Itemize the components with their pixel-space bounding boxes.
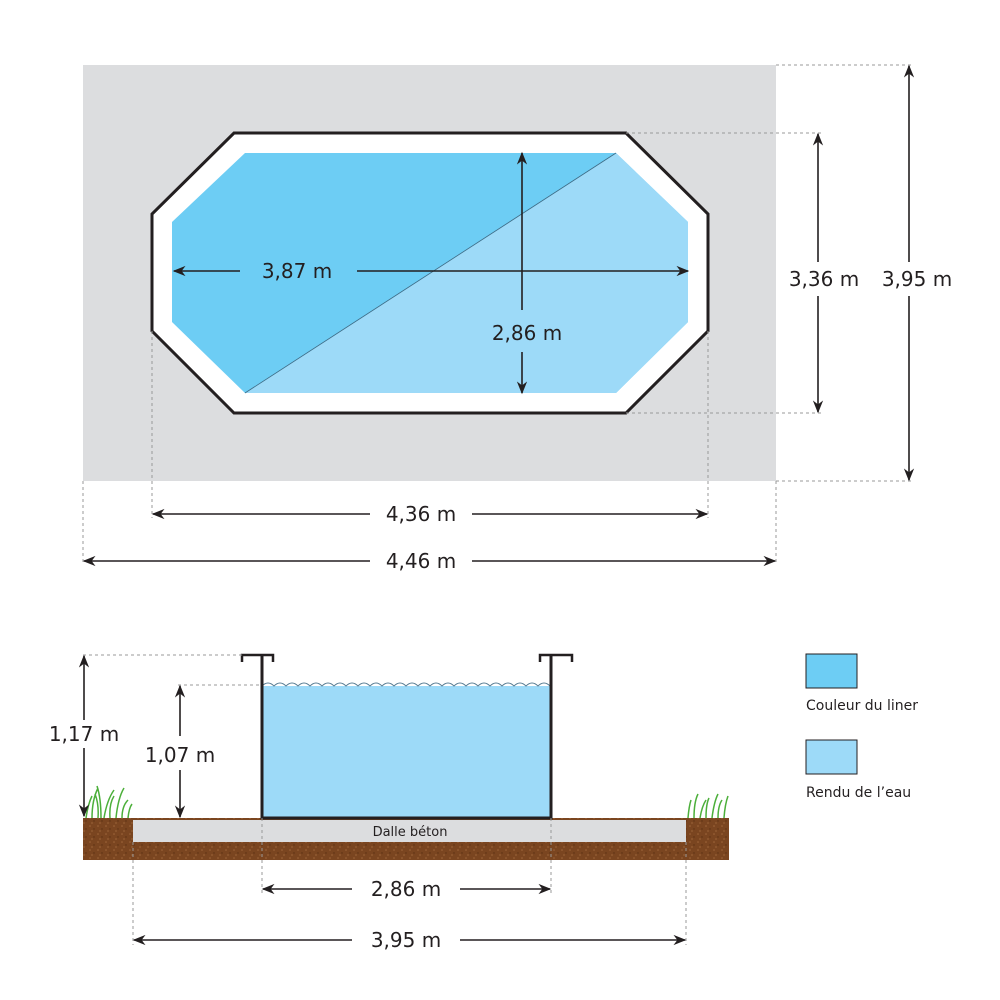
legend-label-water: Rendu de l’eau: [806, 785, 911, 801]
slab-width-label: 3,95 m: [371, 928, 441, 952]
legend-swatch-water: [805, 739, 858, 775]
slab-label: Dalle béton: [373, 825, 448, 840]
outer-length-label: 4,36 m: [386, 502, 456, 526]
water-surface: [261, 682, 552, 688]
inner-length-label: 3,87 m: [262, 259, 332, 283]
pool-water: [262, 686, 551, 818]
footprint-length-label: 4,46 m: [386, 549, 456, 573]
legend-swatch-liner: [805, 653, 858, 689]
wall-coping-left: [240, 653, 275, 662]
footprint-width-label: 3,95 m: [882, 267, 952, 291]
water-area: [245, 153, 688, 393]
wall-coping-right: [538, 653, 574, 662]
diagonal-divider: [244, 152, 617, 394]
grass-left: [85, 785, 133, 819]
section-view: Dalle béton 1,17 m 1,07 m 2,86 m: [40, 653, 729, 952]
grass-right: [687, 793, 729, 819]
inner-width-label: 2,86 m: [492, 321, 562, 345]
section-inner-width-label: 2,86 m: [371, 877, 441, 901]
pool-wall: [260, 655, 553, 820]
outer-width-label: 3,36 m: [789, 267, 859, 291]
top-view: 3,87 m 2,86 m 3,36 m 3,95 m 4,36 m 4,46 …: [82, 64, 952, 573]
water-height-label: 1,07 m: [145, 743, 215, 767]
legend: Couleur du liner Rendu de l’eau: [805, 653, 918, 801]
concrete-slab: [133, 820, 686, 842]
legend-label-liner: Couleur du liner: [806, 698, 918, 714]
total-height-label: 1,17 m: [49, 722, 119, 746]
